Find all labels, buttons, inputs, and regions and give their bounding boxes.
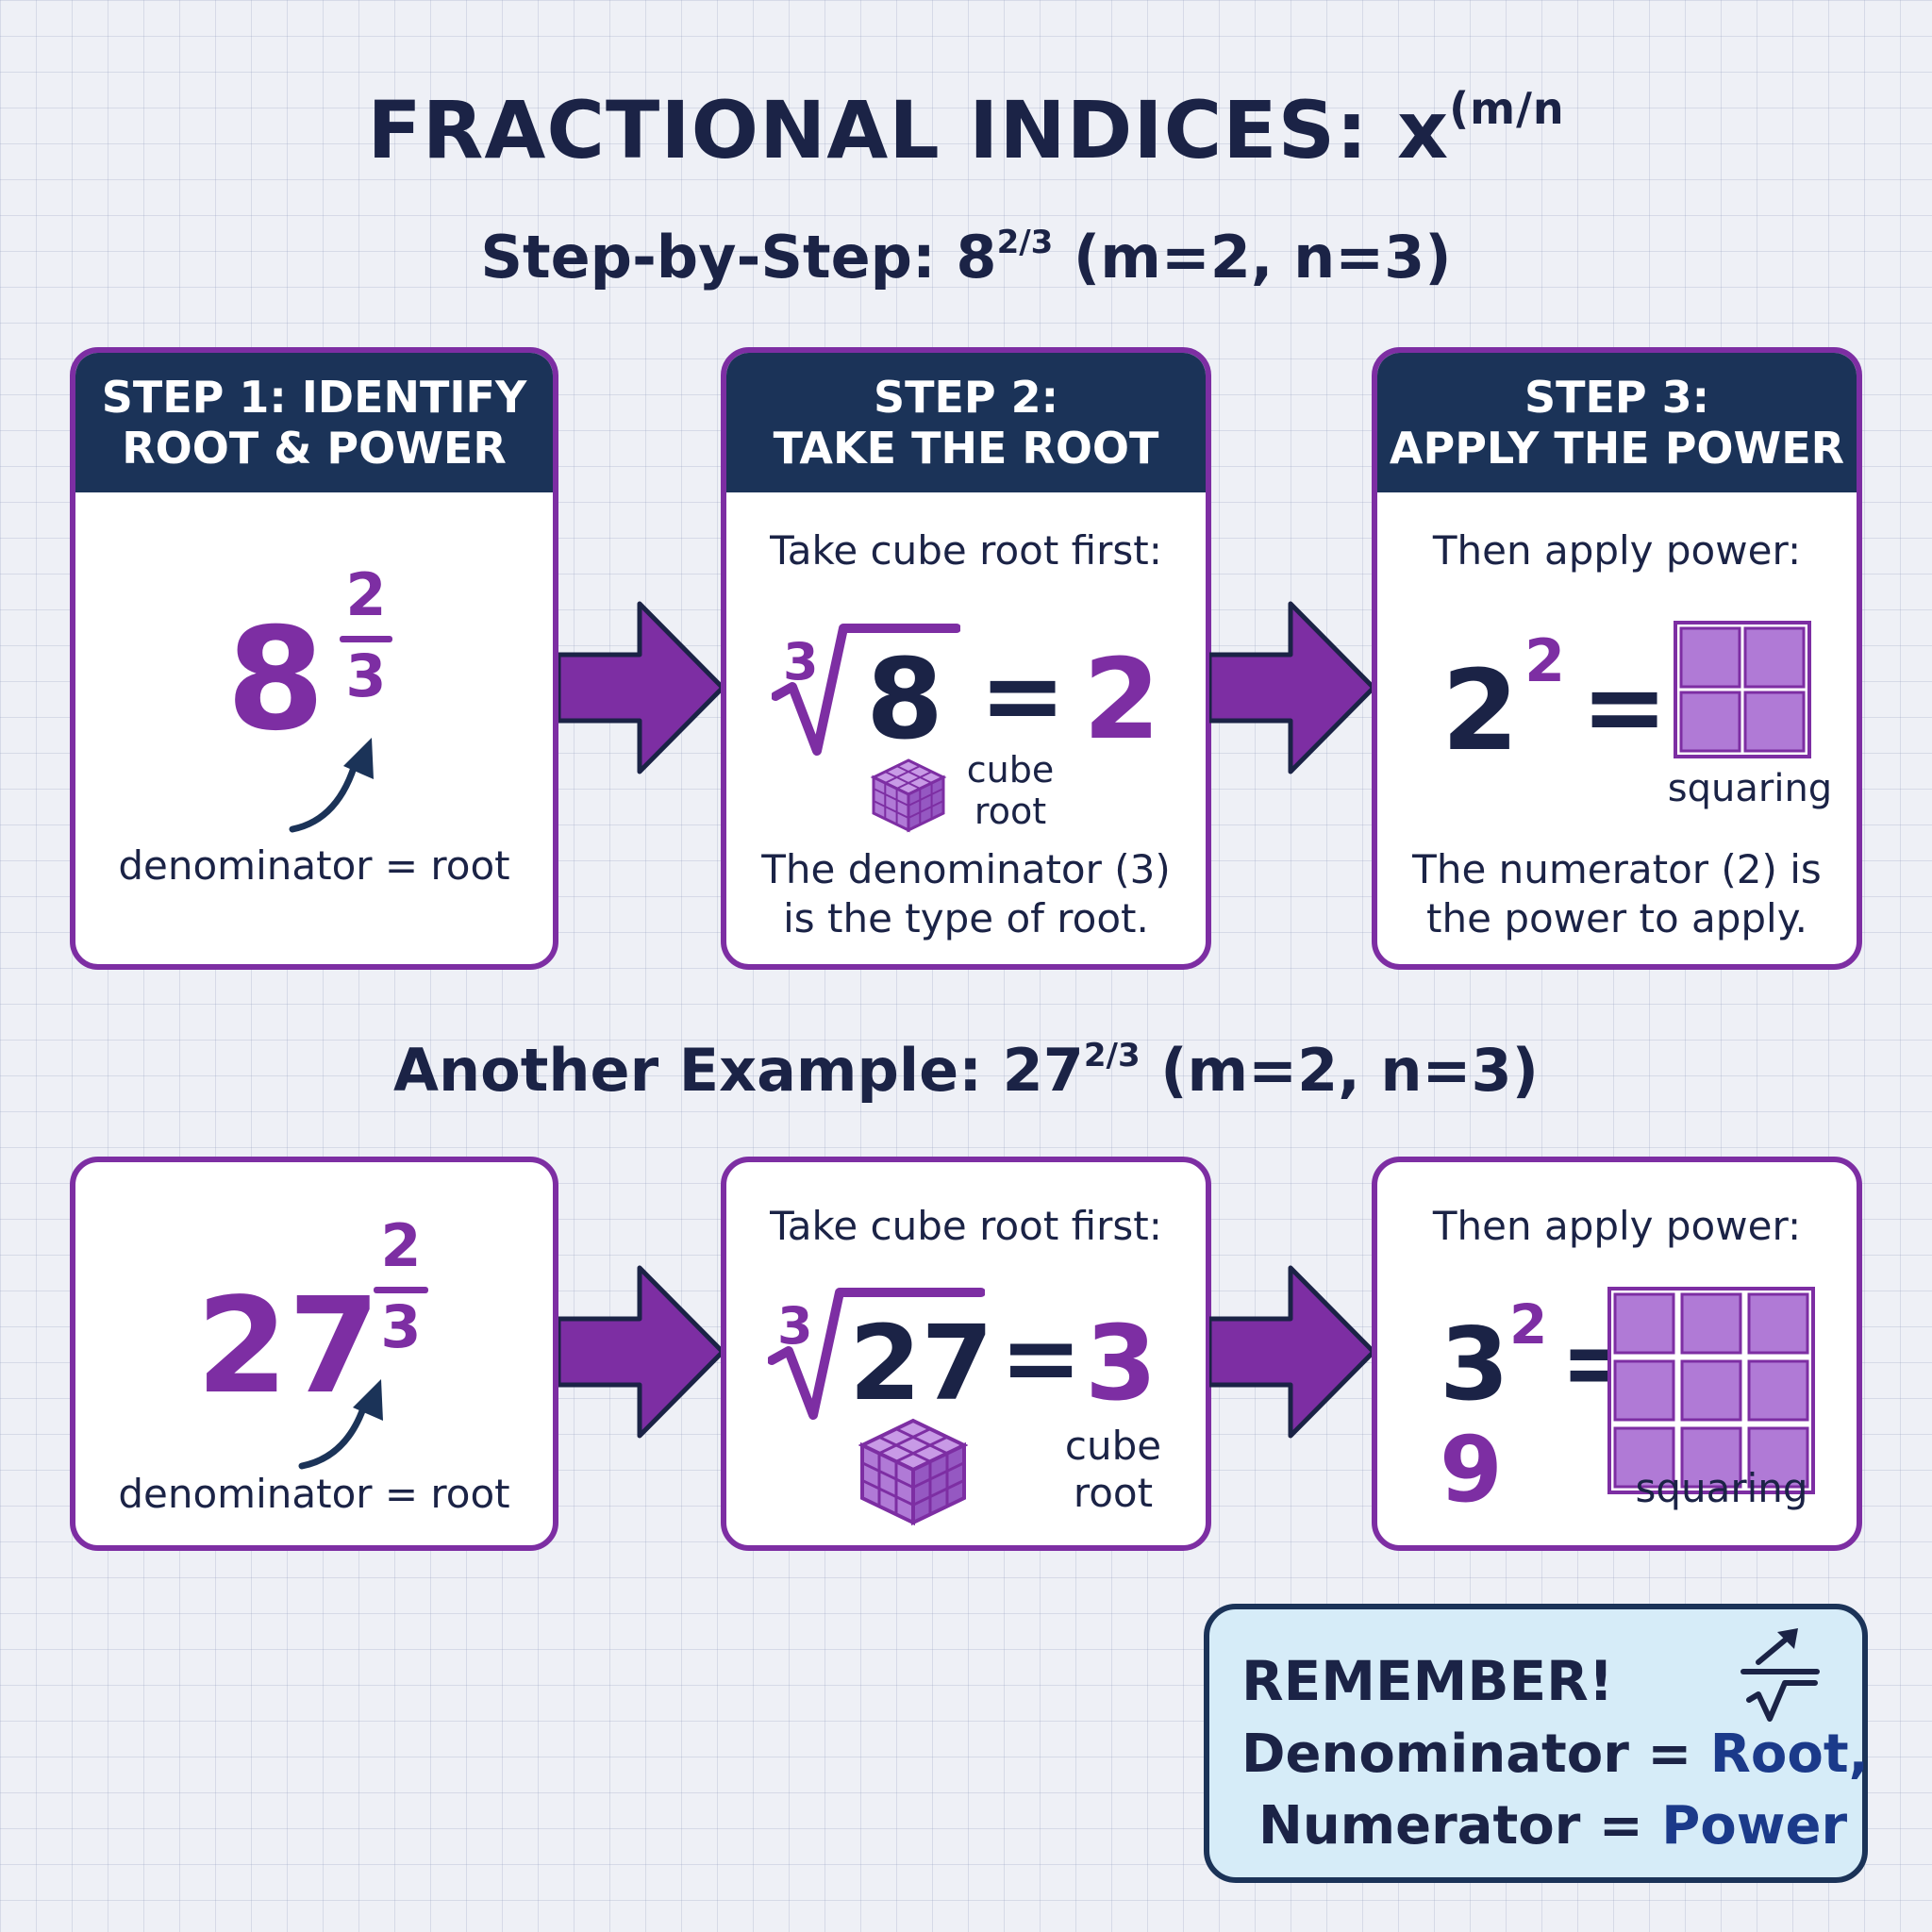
- example2-power-card: Then apply power: 3 2 = 9 squaring: [1372, 1157, 1862, 1551]
- example1-root-result: 2: [1083, 634, 1161, 764]
- step2-card: STEP 2: TAKE THE ROOT Take cube root fir…: [721, 347, 1211, 970]
- remember-line1-label: Denominator =: [1241, 1724, 1710, 1785]
- example1-denominator-note: denominator = root: [118, 842, 510, 889]
- step-arrow-2: [1209, 598, 1377, 777]
- cube-root-label-line1: cube: [1064, 1423, 1162, 1469]
- page-title: FRACTIONAL INDICES: x(m/n: [0, 83, 1932, 176]
- example1-equals: =: [979, 635, 1067, 756]
- radical-sign-icon: [768, 1288, 985, 1420]
- example2-denominator: 3: [380, 1292, 422, 1361]
- remember-line2-value: Power: [1661, 1795, 1848, 1857]
- step3-title-line2: APPLY THE POWER: [1389, 423, 1845, 474]
- cube-root-label-line2: root: [1073, 1470, 1154, 1516]
- remember-line2: Numerator = Power: [1258, 1790, 1847, 1862]
- example1-power-intro: Then apply power:: [1432, 527, 1802, 574]
- cube-icon: [858, 1418, 968, 1526]
- example1-heading-suffix: (m=2, n=3): [1053, 223, 1452, 291]
- step1-header: STEP 1: IDENTIFY ROOT & POWER: [75, 353, 553, 492]
- title-text: FRACTIONAL INDICES: x: [367, 84, 1450, 176]
- example2-root-result: 3: [1085, 1303, 1158, 1424]
- square-grid-3x3-icon: [1607, 1287, 1815, 1494]
- example2-power-result: 9: [1440, 1417, 1503, 1523]
- example1-squaring-label: squaring: [1667, 767, 1833, 810]
- example2-identify-card: 27 2 3 denominator = root: [70, 1157, 558, 1551]
- step3-header: STEP 3: APPLY THE POWER: [1377, 353, 1857, 492]
- step1-title-line2: ROOT & POWER: [122, 423, 507, 474]
- step3-title-line1: STEP 3:: [1524, 372, 1710, 423]
- step1-card: STEP 1: IDENTIFY ROOT & POWER 8 2 3 deno…: [70, 347, 558, 970]
- example2-root-intro: Take cube root first:: [770, 1203, 1162, 1249]
- example1-fraction-bar: [340, 636, 392, 642]
- example1-denominator: 3: [345, 641, 387, 710]
- example1-heading-exponent: 2/3: [996, 224, 1054, 261]
- right-arrow-icon: [1209, 601, 1376, 774]
- right-arrow-icon: [558, 1265, 725, 1439]
- step-arrow-3: [558, 1262, 726, 1441]
- example2-heading-exponent: 2/3: [1083, 1037, 1141, 1074]
- example1-heading: Step-by-Step: 82/3 (m=2, n=3): [0, 223, 1932, 291]
- step2-title-line2: TAKE THE ROOT: [773, 423, 1159, 474]
- step3-card: STEP 3: APPLY THE POWER Then apply power…: [1372, 347, 1862, 970]
- power-explanation-line1: The numerator (2) is: [1412, 846, 1822, 892]
- radical-sign-icon: [772, 624, 960, 756]
- title-exponent: (m/n: [1449, 83, 1565, 134]
- right-arrow-icon: [1209, 1265, 1376, 1439]
- example2-numerator: 2: [380, 1211, 422, 1280]
- power-explanation-line2: the power to apply.: [1426, 895, 1807, 941]
- remember-line2-label: Numerator =: [1258, 1795, 1662, 1857]
- example2-fraction-bar: [374, 1287, 428, 1293]
- example2-cube-root-label: cube root: [1057, 1423, 1170, 1517]
- example2-power-base: 3: [1440, 1307, 1509, 1423]
- cube-root-label-line2: root: [974, 791, 1047, 832]
- example1-radicand: 8: [866, 634, 944, 764]
- step-arrow-1: [558, 598, 726, 777]
- example1-numerator: 2: [345, 560, 387, 629]
- step2-title-line1: STEP 2:: [873, 372, 1059, 423]
- remember-note: REMEMBER! Denominator = Root, Numerator …: [1204, 1604, 1869, 1883]
- remember-heading: REMEMBER!: [1241, 1649, 1614, 1713]
- example2-heading-suffix: (m=2, n=3): [1140, 1036, 1539, 1105]
- example2-root-index: 3: [777, 1296, 813, 1356]
- remember-line1: Denominator = Root,: [1241, 1719, 1869, 1790]
- example1-power-explanation: The numerator (2) is the power to apply.: [1377, 845, 1857, 943]
- example2-denominator-note: denominator = root: [118, 1471, 510, 1517]
- right-arrow-icon: [558, 601, 725, 774]
- cube-icon: [870, 758, 947, 833]
- example1-root-intro: Take cube root first:: [770, 527, 1162, 574]
- remember-line1-value: Root,: [1709, 1724, 1869, 1785]
- example2-squaring-label: squaring: [1635, 1465, 1808, 1511]
- example2-power-intro: Then apply power:: [1432, 1203, 1802, 1249]
- step-arrow-4: [1209, 1262, 1377, 1441]
- step1-title-line1: STEP 1: IDENTIFY: [101, 372, 527, 423]
- curved-arrow-icon: [289, 738, 374, 833]
- example2-heading-text: Another Example: 27: [393, 1036, 1084, 1105]
- example2-heading: Another Example: 272/3 (m=2, n=3): [0, 1036, 1932, 1105]
- example1-root-explanation: The denominator (3) is the type of root.: [726, 845, 1206, 943]
- example2-radicand: 27: [849, 1303, 994, 1424]
- example1-base: 8: [226, 598, 325, 762]
- example1-heading-text: Step-by-Step: 8: [480, 223, 997, 291]
- example1-power-equals: =: [1581, 646, 1669, 767]
- example1-root-index: 3: [783, 632, 819, 691]
- root-explanation-line2: is the type of root.: [783, 895, 1149, 941]
- example2-root-card: Take cube root first: 3 27 = 3 cube root: [721, 1157, 1211, 1551]
- root-explanation-line1: The denominator (3): [761, 846, 1171, 892]
- example2-power-exponent: 2: [1509, 1292, 1548, 1357]
- example1-power-base: 2: [1441, 645, 1520, 775]
- step2-header: STEP 2: TAKE THE ROOT: [726, 353, 1206, 492]
- square-grid-2x2-icon: [1674, 621, 1811, 758]
- fraction-root-icon: [1740, 1628, 1820, 1722]
- example2-equals: =: [1000, 1300, 1083, 1415]
- example1-cube-root-label: cube root: [958, 749, 1062, 832]
- curved-arrow-icon: [298, 1379, 383, 1470]
- example1-power-exponent: 2: [1524, 626, 1566, 695]
- cube-root-label-line1: cube: [966, 749, 1055, 791]
- example2-base: 27: [196, 1270, 380, 1424]
